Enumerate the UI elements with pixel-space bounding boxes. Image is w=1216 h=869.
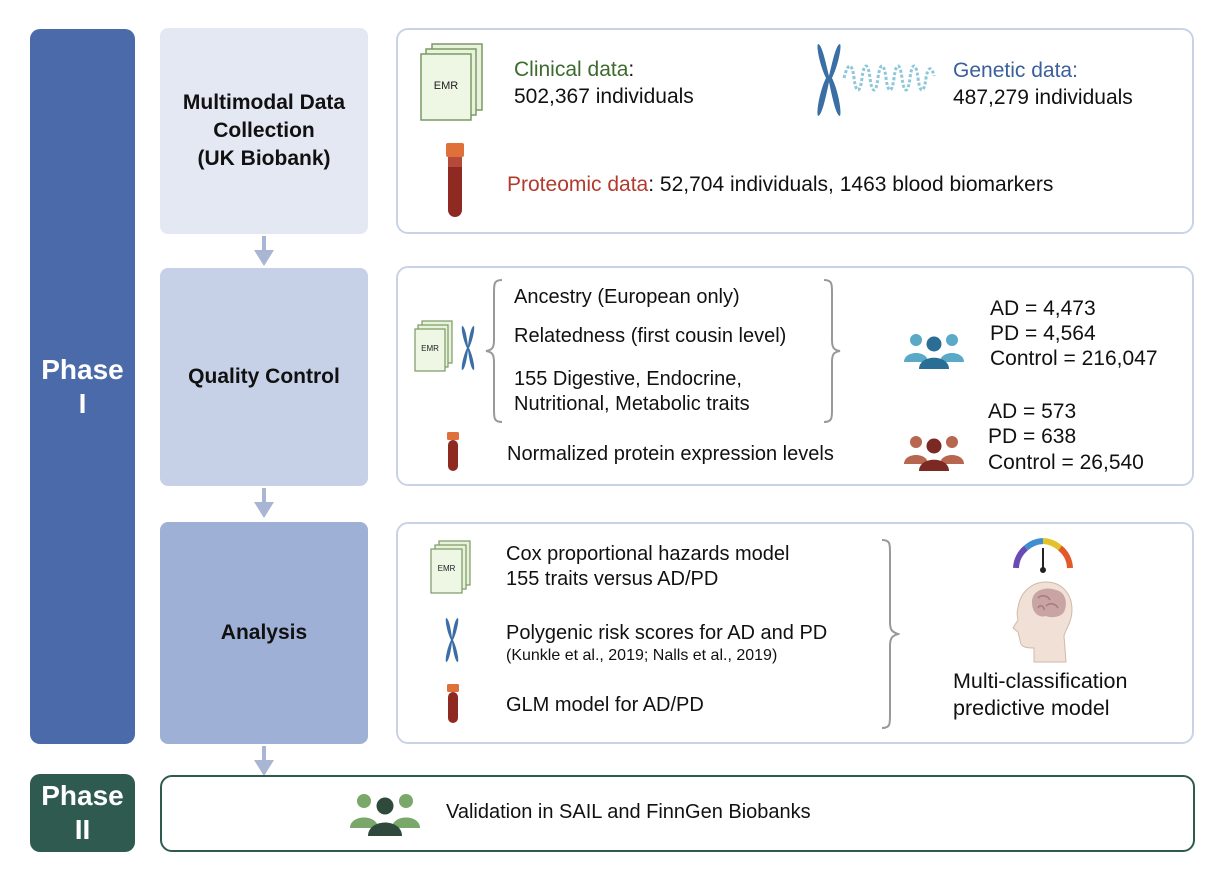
validation-text: Validation in SAIL and FinnGen Biobanks: [446, 801, 811, 823]
collection-panel: [396, 28, 1194, 234]
model-label-line1: Multi-classification: [953, 669, 1128, 693]
chromosome-icon: [461, 326, 475, 370]
glm-text: GLM model for AD/PD: [506, 694, 704, 716]
clinical-data-title: Clinical data: [514, 58, 629, 81]
chromosome-icon: [445, 618, 459, 662]
left-brace-icon: [485, 279, 503, 423]
prs-text: Polygenic risk scores for AD and PD: [506, 622, 828, 644]
cox-model-subtext: 155 traits versus AD/PD: [506, 568, 719, 590]
qc-criterion: Relatedness (first cousin level): [514, 325, 787, 347]
down-arrow-icon: [254, 746, 274, 776]
step-qc-label: Quality Control: [188, 365, 340, 388]
clinical-cohort-count: PD = 4,564: [990, 322, 1096, 345]
proteomic-data-detail: : 52,704 individuals, 1463 blood biomark…: [648, 173, 1054, 196]
blood-tube-icon: [446, 143, 464, 217]
proteomic-data-title: Proteomic data: [507, 173, 649, 196]
right-brace-icon: [823, 279, 841, 423]
right-brace-icon: [881, 539, 900, 729]
clinical-data-colon: :: [628, 58, 635, 81]
protein-cohort-count: PD = 638: [988, 425, 1077, 448]
people-group-icon: [904, 334, 964, 369]
step-analysis-label: Analysis: [220, 621, 308, 644]
clinical-data-count: 502,367 individuals: [514, 85, 694, 108]
clinical-cohort-count: Control = 216,047: [990, 347, 1158, 370]
quality-control-panel: [396, 266, 1194, 486]
step-collection-label: Multimodal Data Collection (UK Biobank): [182, 91, 346, 170]
people-group-icon: [904, 436, 964, 471]
down-arrow-icon: [254, 236, 274, 266]
protein-cohort-count: Control = 26,540: [988, 451, 1144, 474]
phase-two-label: Phase II: [41, 780, 124, 845]
blood-tube-icon: [447, 432, 459, 471]
emr-label: EMR: [437, 564, 456, 573]
step-collection: Multimodal Data Collection (UK Biobank): [160, 28, 368, 234]
down-arrow-icon: [254, 488, 274, 518]
emr-document-icon: [414, 320, 453, 372]
qc-criterion: Nutritional, Metabolic traits: [514, 393, 750, 415]
genetic-data-count: 487,279 individuals: [953, 86, 1133, 109]
people-group-icon: [350, 794, 420, 836]
chromosome-dna-icon: [817, 44, 936, 116]
head-brain-icon: [1012, 581, 1073, 663]
protein-qc-text: Normalized protein expression levels: [507, 443, 834, 465]
validation-panel: [160, 775, 1195, 852]
phase-one-bar: Phase I: [30, 29, 135, 744]
protein-cohort-count: AD = 573: [988, 400, 1077, 423]
emr-document-icon: [420, 43, 483, 121]
emr-label: EMR: [421, 344, 439, 353]
clinical-data-heading: Clinical data:: [514, 57, 634, 83]
qc-criterion: 155 Digestive, Endocrine,: [514, 368, 742, 390]
step-analysis: Analysis: [160, 522, 368, 744]
step-quality-control: Quality Control: [160, 268, 368, 486]
blood-tube-icon: [447, 684, 459, 723]
proteomic-data-line: Proteomic data: 52,704 individuals, 1463…: [507, 172, 1053, 198]
phase-two-bar: Phase II: [30, 774, 135, 852]
risk-gauge-icon: [1013, 538, 1073, 573]
phase-one-label: Phase I: [41, 353, 124, 419]
emr-document-icon: [430, 540, 471, 594]
cox-model-text: Cox proportional hazards model: [506, 543, 790, 565]
qc-criterion: Ancestry (European only): [514, 286, 740, 308]
prs-citation: (Kunkle et al., 2019; Nalls et al., 2019…: [506, 647, 778, 664]
clinical-cohort-count: AD = 4,473: [990, 297, 1096, 320]
genetic-data-title: Genetic data:: [953, 59, 1078, 82]
emr-label: EMR: [433, 80, 459, 92]
model-label-line2: predictive model: [953, 696, 1110, 720]
